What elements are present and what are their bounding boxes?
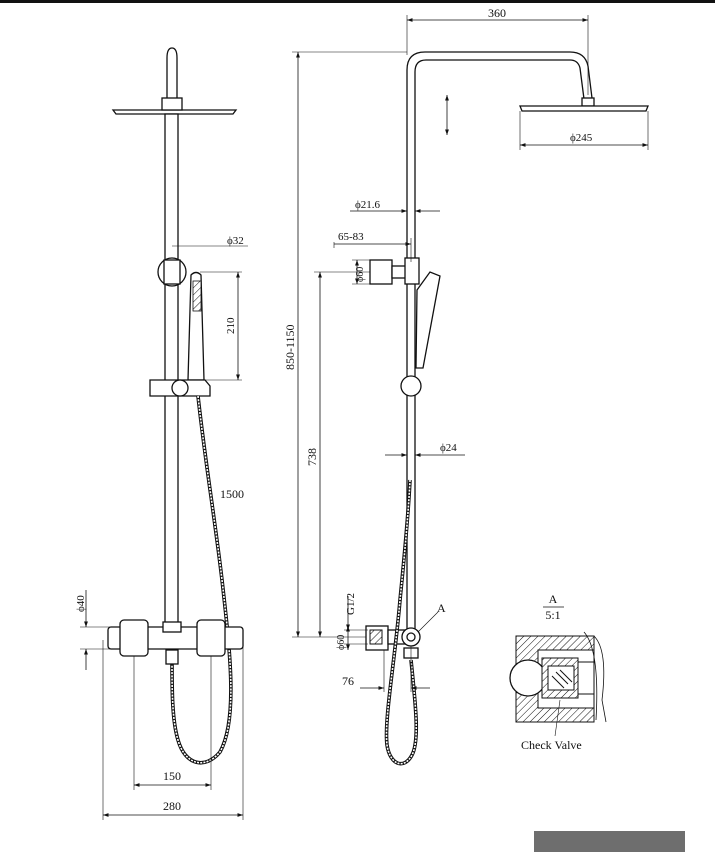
- dim-lower-rail: 738: [305, 448, 319, 466]
- riser-pipe-front: [164, 113, 179, 635]
- overhead-arm: [406, 51, 593, 631]
- dim-pipe-lower: ϕ24: [440, 442, 457, 454]
- detail-marker: A: [437, 601, 446, 615]
- dim-inlet-spacing: 150: [163, 769, 181, 783]
- dim-valve-body: ϕ40: [75, 595, 87, 612]
- detail-caption: Check Valve: [521, 738, 582, 752]
- side-view: A: [365, 51, 649, 766]
- dim-height-range: 850-1150: [283, 324, 297, 370]
- dim-inlet-thread: G1/2: [345, 593, 357, 615]
- dim-head-diameter: ϕ245: [570, 132, 593, 144]
- detail-title: A: [549, 592, 558, 606]
- front-view: [107, 47, 244, 765]
- footer-bar: [534, 831, 685, 852]
- dim-arm-length: 360: [488, 6, 506, 20]
- front-dimensions: ϕ32 210 1500 ϕ40 150 280: [75, 235, 248, 820]
- side-dimensions: 360 ϕ245 ϕ21.6 65-83 ϕ60 850-1150 738 ϕ2…: [283, 6, 649, 692]
- dim-handshower-length: 210: [225, 317, 237, 334]
- detail-scale: 5:1: [545, 608, 560, 622]
- hose-front: [170, 395, 233, 765]
- slider-side: [400, 375, 422, 397]
- detail-a: A 5:1 Check Valve: [509, 592, 607, 752]
- wall-bracket-side: [369, 259, 393, 285]
- shower-head-side: [519, 105, 649, 112]
- dim-hose-length: 1500: [220, 487, 244, 501]
- dim-inlet-flange: ϕ60: [336, 635, 347, 650]
- dim-bracket-projection: 65-83: [338, 231, 364, 243]
- dim-bracket-side: ϕ60: [355, 267, 366, 282]
- top-border: [0, 0, 715, 3]
- dim-mixer-width: 280: [163, 799, 181, 813]
- shower-head-front: [111, 109, 238, 115]
- dim-pipe-upper: ϕ21.6: [355, 199, 381, 211]
- handshower-side: [415, 271, 441, 369]
- dim-inlet-projection: 76: [342, 674, 354, 688]
- dim-bracket-front: ϕ32: [227, 235, 244, 247]
